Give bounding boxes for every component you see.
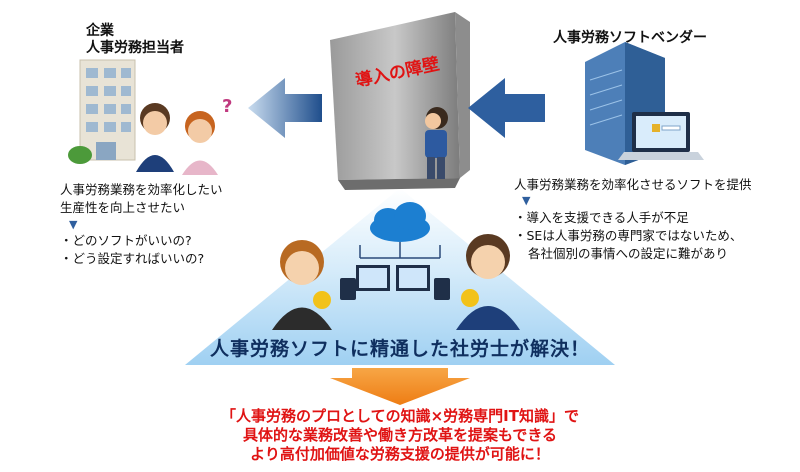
laptop-illustration: [618, 112, 704, 160]
right-bullet-2-line1: ・SEは人事労務の専門家ではないため、: [514, 228, 743, 243]
person-at-wall-illustration: [425, 107, 448, 179]
left-down-triangle: ▼: [69, 218, 78, 231]
solution-text: 人事労務ソフトに精通した社労士が解決！: [209, 338, 590, 360]
left-desc-line1: 人事労務業務を効率化したい: [60, 182, 223, 197]
left-building-illustration: [68, 59, 136, 164]
result-line-1: 「人事労務のプロとしての知識×労務専門IT知識」で: [221, 407, 579, 425]
result-arrow: [330, 368, 470, 405]
left-desc-line2: 生産性を向上させたい: [60, 200, 186, 215]
left-bullet-1: ・どのソフトがいいの?: [60, 233, 192, 248]
wall-illustration: [330, 12, 470, 190]
left-people-illustration: [136, 103, 218, 175]
advisor-man-illustration: [456, 234, 520, 330]
question-mark: ?: [222, 96, 232, 117]
advisor-woman-illustration: [272, 240, 332, 330]
cloud-devices-illustration: [340, 202, 450, 300]
result-line-3: より高付加価値な労務支援の提供が可能に！: [250, 445, 550, 463]
right-heading: 人事労務ソフトベンダー: [553, 30, 707, 46]
right-down-triangle: ▼: [522, 194, 531, 207]
left-bullet-2: ・どう設定すればいいの?: [60, 251, 205, 266]
right-arrow: [468, 78, 545, 138]
right-desc: 人事労務業務を効率化させるソフトを提供: [514, 177, 752, 192]
left-heading-line2: 人事労務担当者: [86, 40, 184, 56]
right-bullet-2-line2: 各社個別の事情への設定に難があり: [528, 246, 729, 261]
result-line-2: 具体的な業務改善や働き方改革を提案もできる: [242, 426, 558, 444]
left-arrow: [248, 78, 322, 138]
left-heading-line1: 企業: [86, 23, 114, 39]
right-bullet-1: ・導入を支援できる人手が不足: [514, 210, 689, 225]
